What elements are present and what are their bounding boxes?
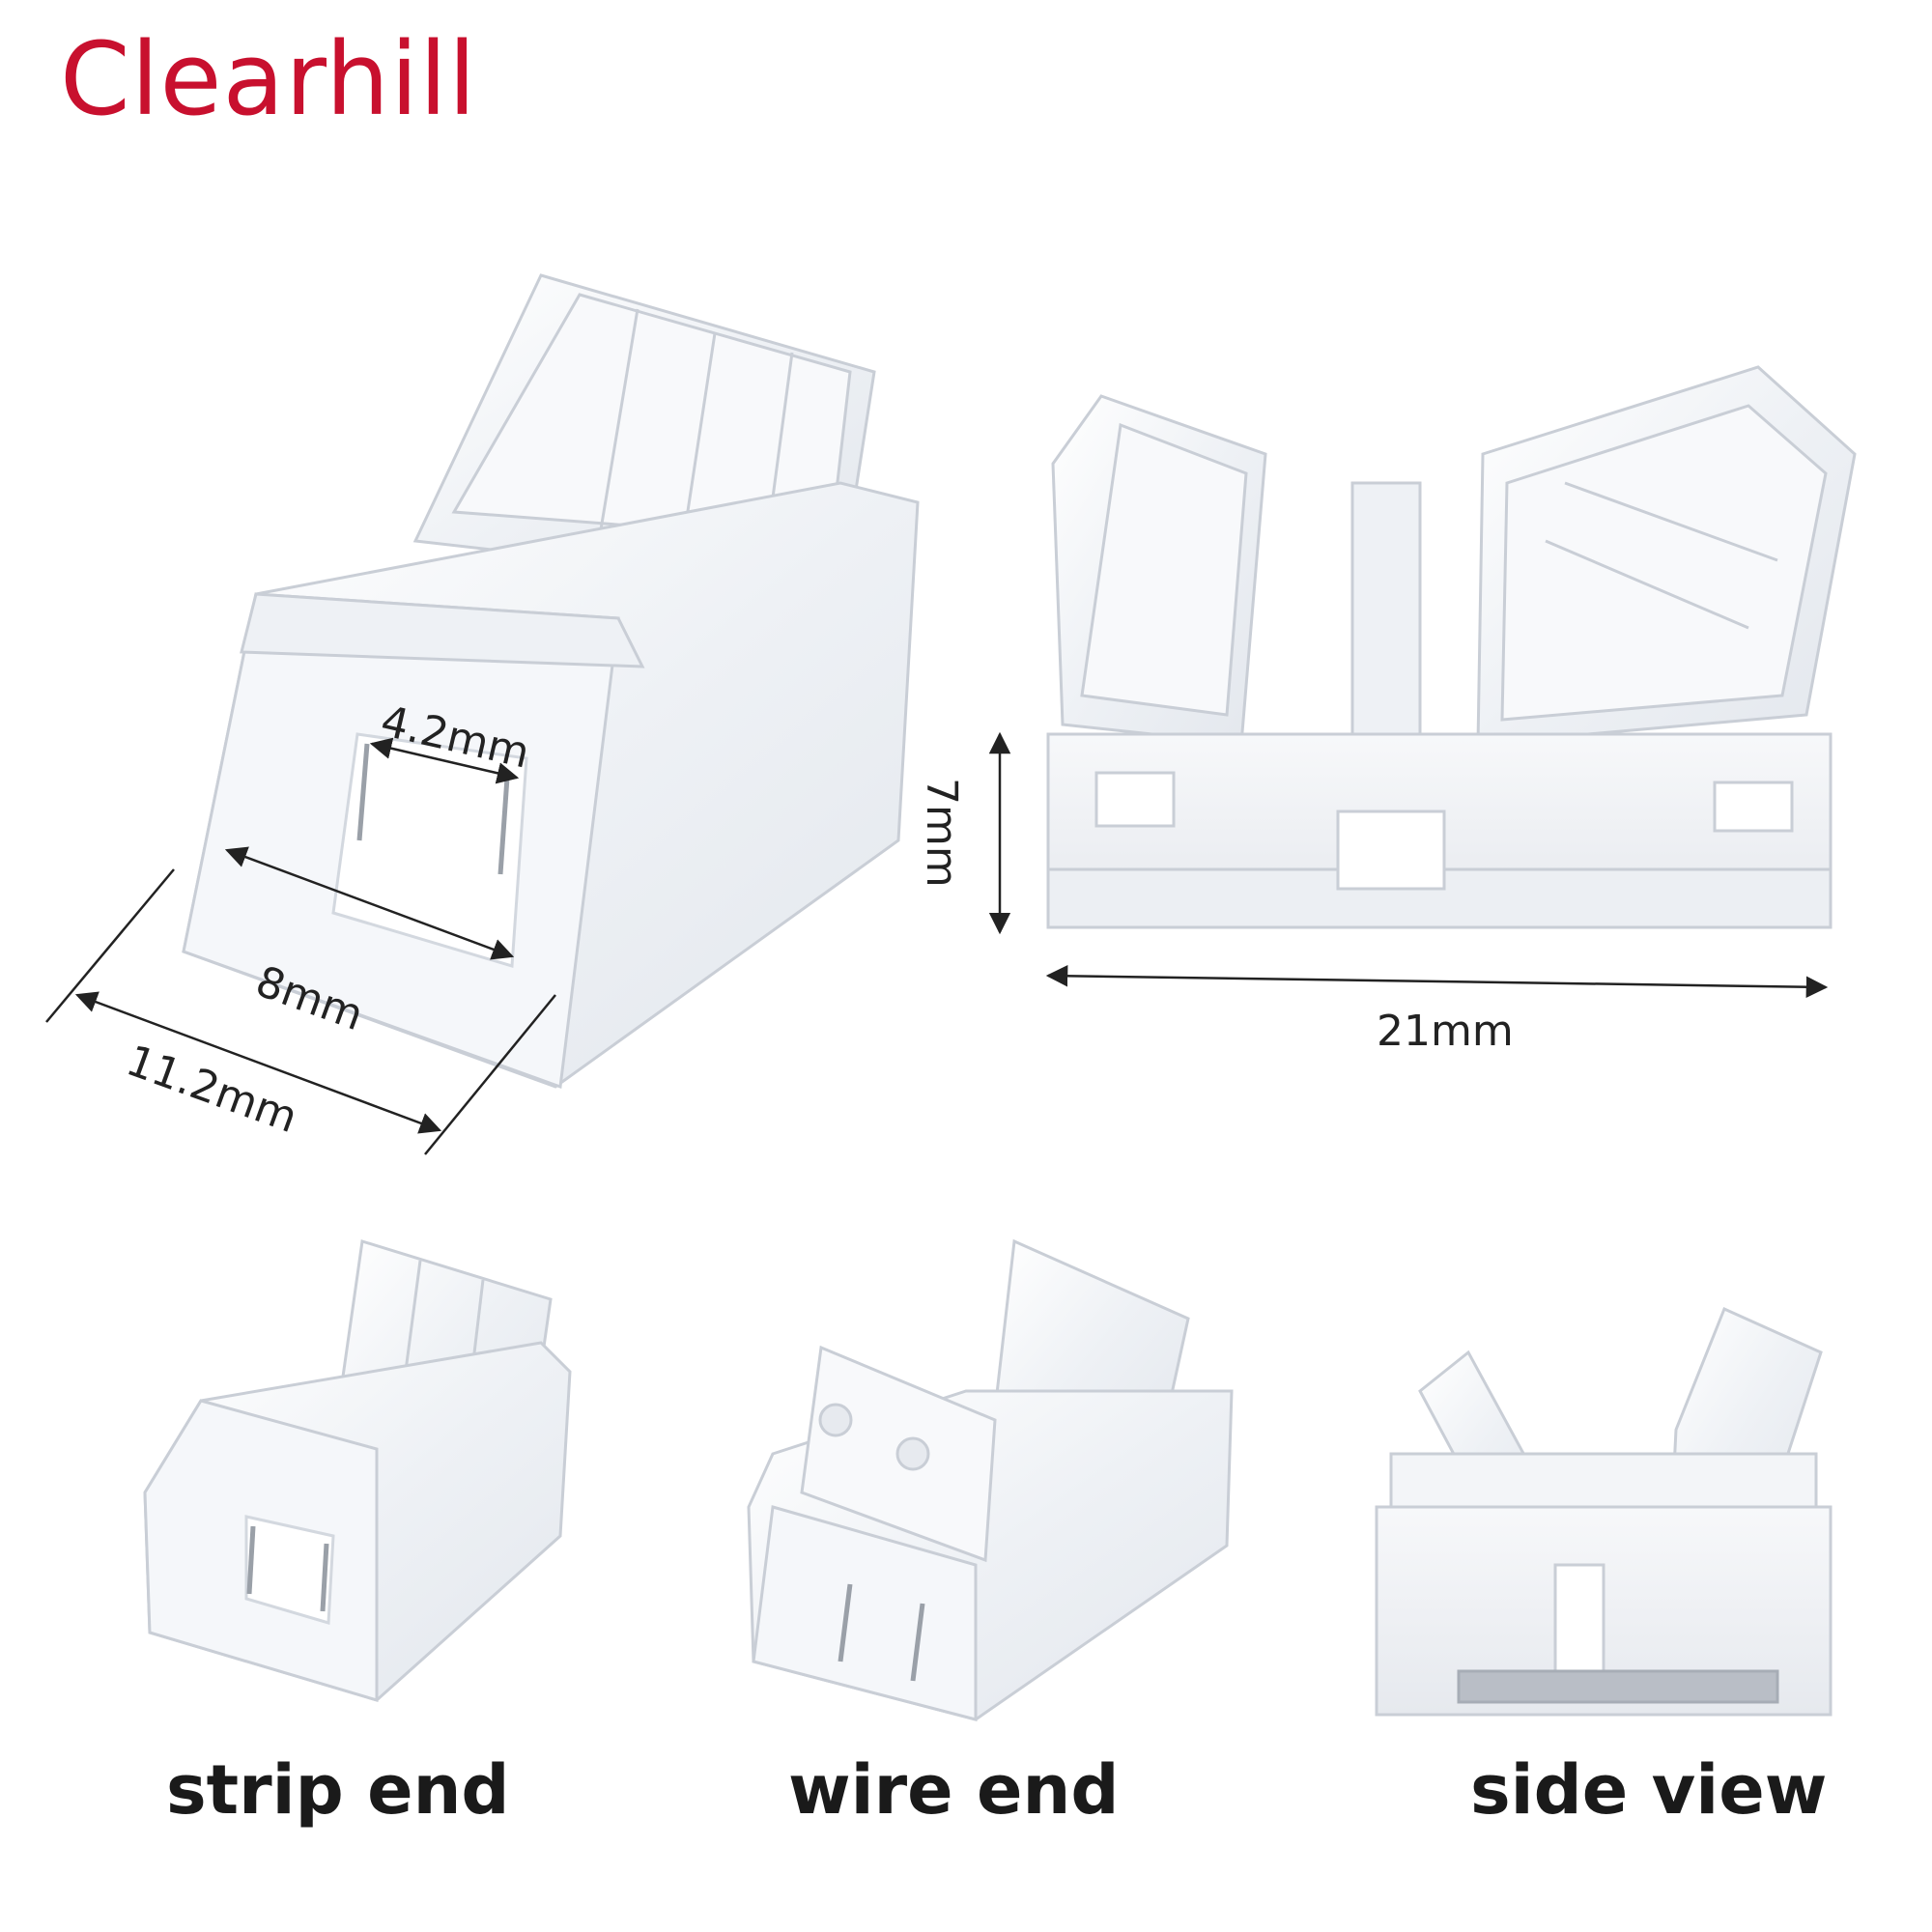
caption-strip-end: strip end	[166, 1750, 510, 1830]
brand-logo: Clearhill	[60, 20, 477, 138]
side-view-connector	[1375, 1306, 1833, 1717]
wire-end-connector	[747, 1238, 1234, 1721]
dimension-lines-top-view	[45, 737, 556, 1155]
dim-length: 21mm	[1377, 1007, 1514, 1056]
strip-end-connector	[143, 1239, 572, 1703]
dim-height: 7mm	[917, 778, 966, 888]
dimension-lines-side-profile	[988, 731, 1829, 998]
caption-wire-end: wire end	[788, 1750, 1120, 1830]
caption-side-view: side view	[1470, 1750, 1828, 1830]
connector-side-profile	[1046, 365, 1857, 929]
connector-top-view	[182, 273, 920, 1090]
dim-outer-width: 11.2mm	[120, 1036, 303, 1143]
